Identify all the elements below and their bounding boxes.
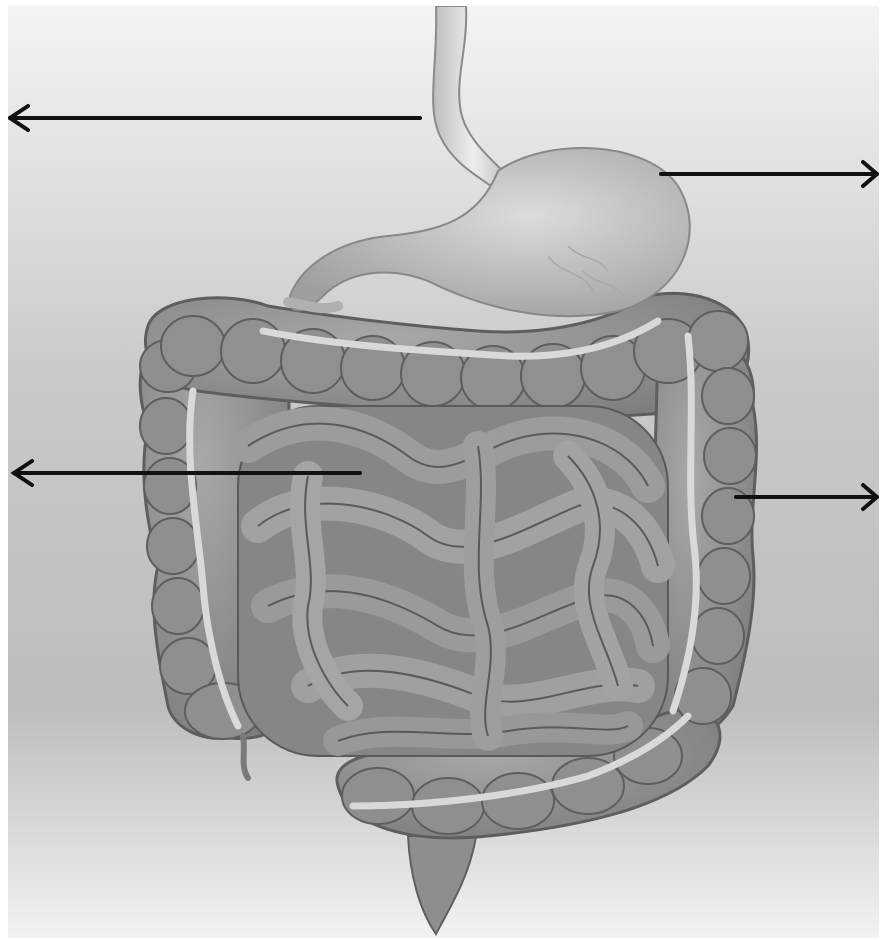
illustration-frame [8, 6, 879, 938]
small-intestine [238, 406, 668, 756]
digestive-system-illustration [8, 6, 879, 938]
